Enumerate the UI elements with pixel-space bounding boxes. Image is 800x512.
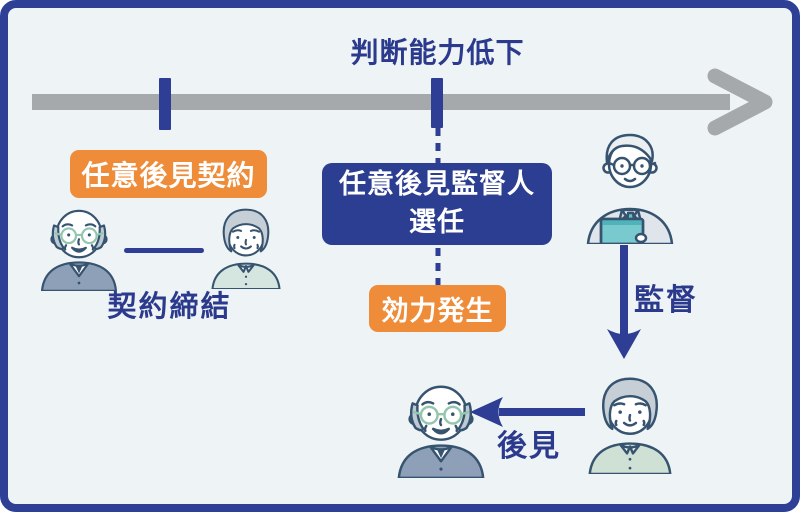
diagram-title: 判断能力低下 [350, 37, 525, 68]
guardian-woman-illustration [588, 377, 672, 474]
contract-badge: 任意後見契約 [70, 150, 267, 198]
effect-badge: 効力発生 [369, 285, 506, 332]
timeline-arrow [32, 68, 773, 136]
supervisor-appointment-line2: 選任 [409, 207, 465, 237]
elderly-woman-illustration [211, 208, 281, 289]
guardianship-arrow [470, 397, 585, 427]
elderly-man-illustration [40, 209, 118, 291]
supervisor-appointment-box: 任意後見監督人 選任 [322, 163, 552, 245]
timeline-tick-capacity-decline [431, 78, 443, 128]
dashed-connector [435, 128, 441, 294]
supervision-arrow [607, 245, 641, 359]
supervision-label: 監督 [634, 284, 698, 317]
contract-pair-line [124, 248, 204, 253]
supervisor-man-illustration [586, 133, 674, 244]
supervisor-appointment-line1: 任意後見監督人 [339, 169, 535, 200]
timeline-tick-contract [159, 78, 171, 130]
elderly-man-ward-illustration [397, 385, 485, 478]
guardianship-label: 後見 [497, 430, 561, 463]
contract-conclusion-caption: 契約締結 [107, 291, 232, 323]
